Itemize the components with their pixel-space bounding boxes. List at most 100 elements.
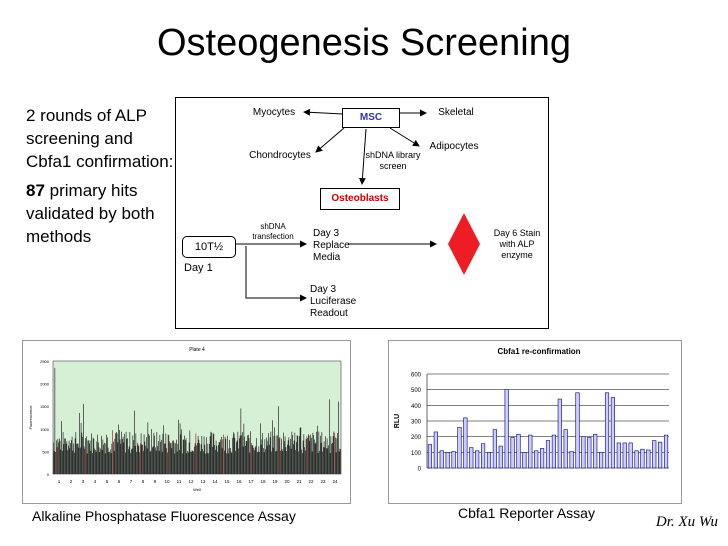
- alp-bar: [214, 444, 215, 474]
- alp-bar: [267, 440, 269, 474]
- alp-bar: [140, 443, 141, 474]
- alp-bar: [127, 438, 128, 474]
- alp-bar: [335, 437, 336, 474]
- alp-xtick-label: 20: [284, 479, 290, 484]
- alp-bar: [326, 438, 328, 474]
- alp-bar: [276, 450, 278, 474]
- alp-xtick-label: 19: [272, 479, 278, 484]
- cbfa-bar: [646, 449, 651, 469]
- alp-bar: [105, 443, 107, 474]
- cbfa-bar: [457, 426, 462, 469]
- alp-bar: [62, 450, 63, 474]
- cell-line-box: 10T½: [182, 236, 236, 258]
- alp-bar: [179, 449, 180, 474]
- alp-bar: [119, 439, 121, 474]
- alp-bar: [120, 443, 122, 474]
- alp-bar: [320, 435, 321, 474]
- alp-bar: [95, 451, 97, 474]
- alp-xtick-label: 6: [118, 479, 121, 484]
- alp-bar: [278, 406, 279, 474]
- alp-bar: [164, 443, 165, 474]
- alp-bar: [314, 443, 316, 474]
- alp-bar: [306, 436, 308, 474]
- alp-bar: [299, 436, 300, 474]
- alp-bar: [325, 436, 326, 474]
- alp-xtick-label: 2: [70, 479, 73, 484]
- alp-bar: [63, 444, 65, 474]
- alp-bar: [265, 449, 266, 474]
- alp-bar: [329, 399, 330, 474]
- alp-bar: [273, 435, 275, 474]
- alp-bar: [244, 436, 245, 474]
- alp-bar: [229, 439, 230, 474]
- cbfa-bar: [504, 389, 509, 469]
- alp-bar: [113, 450, 115, 474]
- cbfa-ytick-label: 300: [411, 420, 422, 426]
- arrow-to-adipocytes: [389, 127, 420, 147]
- alp-bar: [338, 451, 340, 474]
- alp-bar: [305, 450, 306, 474]
- alp-bar: [188, 452, 189, 474]
- cbfa-bar: [593, 434, 598, 469]
- alp-bar: [55, 451, 56, 474]
- alp-bar: [149, 435, 150, 474]
- cbfa-bar: [551, 434, 556, 469]
- alp-bar: [134, 445, 136, 474]
- alp-xtick-label: 14: [212, 479, 218, 484]
- alp-bar: [220, 439, 221, 474]
- alp-bar: [221, 448, 223, 474]
- alp-bar: [221, 436, 222, 474]
- alp-bar: [289, 445, 290, 474]
- label-myocytes: Myocytes: [252, 107, 296, 118]
- hits-text: primary hits validated by both methods: [26, 181, 155, 246]
- alp-bar: [56, 440, 57, 474]
- cbfa-bar: [604, 392, 610, 469]
- alp-bar: [92, 437, 94, 474]
- alp-bar: [294, 432, 296, 474]
- alp-bar: [281, 449, 283, 474]
- alp-bar: [290, 448, 292, 474]
- alp-bar: [284, 436, 286, 474]
- alp-bar: [115, 433, 116, 474]
- label-chondrocytes: Chondrocytes: [249, 150, 311, 161]
- alp-bar: [248, 434, 249, 474]
- alp-bar: [336, 438, 338, 474]
- alp-bar: [261, 439, 263, 474]
- alp-bar: [65, 443, 67, 474]
- alp-bar: [266, 445, 268, 474]
- alp-xtick-label: 4: [94, 479, 97, 484]
- alp-bar: [263, 448, 264, 474]
- cbfa-bar: [581, 436, 586, 469]
- alp-bar: [277, 435, 278, 474]
- alp-bar: [314, 439, 315, 474]
- alp-bar: [257, 452, 258, 474]
- alp-bar: [322, 451, 323, 474]
- cbfa-bar: [481, 443, 486, 469]
- alp-bar: [218, 441, 220, 474]
- alp-bar: [144, 441, 146, 474]
- cbfa-bar: [528, 434, 533, 469]
- alp-bar: [149, 451, 151, 474]
- alp-bar: [177, 443, 179, 474]
- alp-bar: [95, 449, 96, 474]
- alp-bar: [77, 443, 78, 474]
- alp-bar: [303, 434, 305, 474]
- alp-bar: [241, 435, 242, 474]
- alp-xtick-label: 18: [260, 479, 266, 484]
- alp-bar: [253, 448, 254, 474]
- alp-bar: [103, 444, 104, 474]
- alp-bar: [213, 434, 215, 474]
- alp-bar: [143, 450, 144, 474]
- alp-xtick-label: 15: [224, 479, 230, 484]
- alp-bar: [211, 432, 212, 474]
- label-shdna-library: shDNA library screen: [365, 150, 421, 171]
- alp-bar: [260, 423, 261, 474]
- alp-bar: [71, 436, 73, 474]
- cbfa-bar: [486, 452, 492, 469]
- alp-bar: [86, 453, 88, 474]
- alp-bar: [288, 437, 290, 474]
- alp-bar: [156, 431, 158, 474]
- alp-bar: [189, 430, 191, 474]
- alp-bar: [88, 440, 89, 474]
